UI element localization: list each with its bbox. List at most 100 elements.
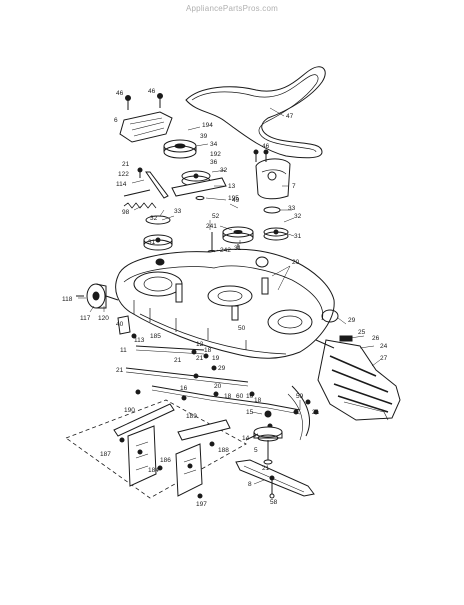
- label-washer-33-r: 33: [288, 205, 296, 212]
- discharge-chute: [315, 335, 401, 421]
- gauge-kit-box: [65, 399, 247, 499]
- label-spindle-14: 14: [242, 435, 250, 442]
- bolt-21-top: [137, 167, 143, 178]
- label-bolt-194: 194: [202, 122, 213, 129]
- label-bracket-40: 40: [116, 321, 124, 328]
- bolt-46-a: [125, 95, 131, 110]
- label-rod-18: 18: [224, 393, 232, 400]
- blade-8: [235, 459, 315, 499]
- hardware-small: [135, 349, 319, 429]
- label-nut-21-r: 21: [312, 409, 320, 416]
- label-washer-33-l: 33: [174, 208, 182, 215]
- label-gauge-189: 189: [186, 413, 197, 420]
- label-spacer-241: 241: [206, 223, 217, 230]
- label-gauge-186: 186: [160, 457, 171, 464]
- pulley-32-left: [143, 215, 173, 251]
- label-shield-6: 6: [114, 117, 118, 124]
- label-link-12: 12: [196, 341, 204, 348]
- label-pulley-52: 52: [212, 213, 220, 220]
- bracket-40: [117, 315, 137, 339]
- label-rod-18-b: 18: [254, 397, 262, 404]
- label-bolt-46-a: 46: [116, 90, 124, 97]
- washer-195: [195, 195, 205, 201]
- label-idler-32-top: 32: [220, 167, 228, 174]
- label-bolt-46-b: 46: [148, 88, 156, 95]
- label-spring-98: 98: [122, 209, 130, 216]
- label-blade-8: 8: [248, 481, 252, 488]
- label-bolt-19: 19: [212, 355, 220, 362]
- label-bolt-21-top: 21: [122, 161, 130, 168]
- label-pulley-32-left: 32: [150, 215, 158, 222]
- label-wheel-117: 117: [80, 315, 91, 322]
- label-chute-25: 25: [358, 329, 366, 336]
- bolt-46-b: [157, 93, 163, 108]
- arm-114: [123, 171, 169, 209]
- mower-deck: [115, 248, 339, 359]
- label-chute-26: 26: [372, 335, 380, 342]
- label-bolt-18-a: 18: [204, 347, 212, 354]
- pulley-52: [222, 226, 254, 258]
- pulley-32-right: [263, 206, 289, 241]
- gauge-wheel-117: [76, 283, 119, 309]
- bolt-46-right: [253, 149, 269, 162]
- label-washer-34: 34: [210, 141, 218, 148]
- spacer-241: [207, 232, 217, 254]
- label-bolt-46-right: 46: [262, 143, 270, 150]
- label-gauge-188: 188: [218, 447, 229, 454]
- label-nut-192: 192: [210, 151, 221, 158]
- label-chute-27: 27: [380, 355, 388, 362]
- label-spindle-21: 21: [262, 465, 270, 472]
- label-spacer-120: 120: [98, 315, 109, 322]
- label-nut-36: 36: [210, 159, 218, 166]
- label-rod-20: 20: [214, 383, 222, 390]
- label-link-11: 11: [120, 347, 127, 354]
- label-pulley-31-right: 31: [294, 233, 302, 240]
- cover-7: [255, 158, 291, 200]
- label-bolt-122: 122: [118, 171, 129, 178]
- label-rod-60: 60: [236, 393, 244, 400]
- label-bolt-20: 20: [292, 259, 300, 266]
- label-pulley-31-left: 31: [148, 239, 156, 246]
- label-spindle-15: 15: [246, 409, 254, 416]
- label-rod-10: 10: [246, 393, 254, 400]
- label-nut-185: 185: [150, 333, 161, 340]
- label-rod-21-left: 21: [116, 367, 124, 374]
- label-arm-114: 114: [116, 181, 127, 188]
- label-belt-47: 47: [286, 113, 294, 120]
- label-link-21-b: 21: [196, 355, 204, 362]
- label-bolt-118: 118: [62, 296, 73, 303]
- leader-lines: [78, 107, 381, 485]
- belt-47: [185, 66, 326, 159]
- label-pulley-13: 13: [228, 183, 236, 190]
- pulley-39: [163, 139, 197, 159]
- watermark-text: AppliancePartsPros.com: [186, 4, 278, 13]
- label-pulley-31-mid: 31: [234, 245, 242, 252]
- label-bracket-50: 50: [238, 325, 246, 332]
- label-bolt-58: 58: [270, 499, 278, 506]
- label-gauge-190: 190: [124, 407, 135, 414]
- label-washer-195: 195: [228, 195, 239, 202]
- label-chute-24: 24: [380, 343, 388, 350]
- label-gauge-184: 184: [148, 467, 159, 474]
- label-nut-242: 242: [220, 247, 231, 254]
- label-cover-7: 7: [292, 183, 296, 190]
- callout-labels: 46 46 47 6 194 39 34 192 36 32 21 122 11…: [62, 88, 388, 508]
- label-bolt-113: 113: [134, 337, 145, 344]
- label-rod-59: 59: [296, 393, 304, 400]
- label-rod-16: 16: [180, 385, 188, 392]
- label-gauge-197: 197: [196, 501, 207, 508]
- gauge-kit-parts: [113, 403, 231, 499]
- label-link-21-a: 21: [174, 357, 182, 364]
- label-nut-49: 49: [232, 197, 240, 204]
- label-gauge-187: 187: [100, 451, 111, 458]
- spindle-assembly: [245, 410, 283, 465]
- label-pulley-32-right: 32: [294, 213, 302, 220]
- label-spindle-5: 5: [254, 447, 258, 454]
- label-pulley-39: 39: [200, 133, 208, 140]
- label-nut-29: 29: [218, 365, 226, 372]
- idler-arm-13: [171, 170, 227, 197]
- label-deflector-29: 29: [348, 317, 356, 324]
- shield-6: [119, 111, 173, 143]
